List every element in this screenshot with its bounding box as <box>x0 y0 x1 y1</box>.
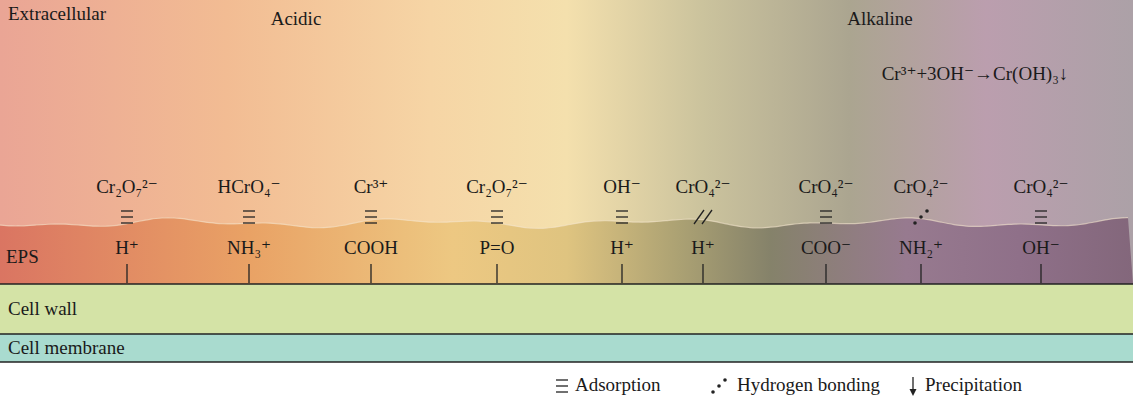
adsorption-symbol <box>820 222 832 223</box>
tick-mark <box>825 264 826 283</box>
adsorption-symbol <box>820 216 832 217</box>
adsorption-symbol <box>616 222 628 223</box>
region-label: Alkaline <box>847 9 912 30</box>
chromium-species: CrO₄²⁻ <box>798 177 853 198</box>
band-label: Cell membrane <box>8 338 125 359</box>
tick-mark <box>920 264 921 283</box>
functional-group: H⁺ <box>610 238 634 259</box>
adsorption-symbol <box>616 216 628 217</box>
adsorption-symbol <box>556 385 568 386</box>
chromium-species: CrO₄²⁻ <box>675 177 730 198</box>
adsorption-symbol <box>365 222 377 223</box>
cell-membrane: Cell membrane <box>0 335 1133 362</box>
tick-mark <box>496 264 497 283</box>
chromium-species: CrO₄²⁻ <box>893 177 948 198</box>
band-label: Extracellular <box>8 4 106 25</box>
bond-symbols <box>121 209 1047 396</box>
hydrogen-bond-symbol <box>913 221 917 225</box>
eps-edge <box>0 218 1128 229</box>
band-label: Cell wall <box>8 299 77 320</box>
functional-group: H⁺ <box>691 238 715 259</box>
functional-group: NH₂⁺ <box>899 238 943 259</box>
adsorption-symbol <box>556 391 568 392</box>
tick-mark <box>621 264 622 283</box>
adsorption-symbol <box>1035 216 1047 217</box>
reaction-equation: Cr³⁺+3OH⁻→Cr(OH)₃↓ <box>882 64 1069 85</box>
functional-group: NH₃⁺ <box>227 238 271 259</box>
hydrogen-bond-symbol <box>925 209 929 213</box>
eps-layer: EPS <box>0 232 1133 283</box>
legend-label: Hydrogen bonding <box>737 375 880 396</box>
functional-group: COOH <box>344 238 398 259</box>
cell-wall-band <box>0 284 1133 334</box>
adsorption-symbol <box>121 216 133 217</box>
precipitation-symbol <box>910 389 917 396</box>
bond-symbol <box>694 210 704 224</box>
chromium-species: Cr₂O₇²⁻ <box>96 177 158 198</box>
boundary-line <box>0 361 1133 362</box>
adsorption-symbol <box>1035 210 1047 211</box>
tick-mark <box>126 264 127 283</box>
bond-symbol <box>702 210 712 224</box>
extracellular-ground <box>0 0 1133 284</box>
adsorption-symbol <box>491 222 503 223</box>
legend-label: Precipitation <box>925 375 1022 396</box>
tick-mark <box>702 264 703 283</box>
boundary-line <box>0 283 1133 284</box>
band-label: EPS <box>6 247 39 268</box>
adsorption-symbol <box>243 222 255 223</box>
hydrogen-bond-symbol <box>919 215 923 219</box>
chromium-species: Cr₂O₇²⁻ <box>466 177 528 198</box>
extracellular-region: Extracellular <box>0 0 1133 214</box>
chromium-species: Cr³⁺ <box>354 177 389 198</box>
functional-group: COO⁻ <box>801 238 851 259</box>
hydrogen-bond-symbol <box>717 384 721 388</box>
chromium-species: CrO₄²⁻ <box>1013 177 1068 198</box>
chromium-species: HCrO₄⁻ <box>217 177 280 198</box>
cell-membrane-band <box>0 334 1133 362</box>
adsorption-symbol <box>491 210 503 211</box>
adsorption-symbol <box>1035 222 1047 223</box>
boundary-line <box>0 333 1133 334</box>
functional-group: OH⁻ <box>1022 238 1059 259</box>
hydrogen-bond-symbol <box>711 390 715 394</box>
adsorption-symbol <box>365 216 377 217</box>
adsorption-symbol <box>243 210 255 211</box>
tick-mark <box>1040 264 1041 283</box>
functional-group: P=O <box>479 238 514 259</box>
adsorption-symbol <box>556 379 568 380</box>
adsorption-symbol <box>121 222 133 223</box>
tick-mark <box>248 264 249 283</box>
tick-mark <box>370 264 371 283</box>
adsorption-symbol <box>491 216 503 217</box>
chromium-species: OH⁻ <box>603 177 640 198</box>
adsorption-symbol <box>365 210 377 211</box>
eps-layer <box>0 218 1133 284</box>
region-label: Acidic <box>271 9 322 30</box>
hydrogen-bond-symbol <box>723 378 727 382</box>
functional-group: H⁺ <box>115 238 139 259</box>
legend-label: Adsorption <box>575 375 661 396</box>
adsorption-symbol <box>243 216 255 217</box>
adsorption-symbol <box>820 210 832 211</box>
adsorption-symbol <box>121 210 133 211</box>
adsorption-symbol <box>616 210 628 211</box>
cell-wall: Cell wall <box>0 285 1133 333</box>
